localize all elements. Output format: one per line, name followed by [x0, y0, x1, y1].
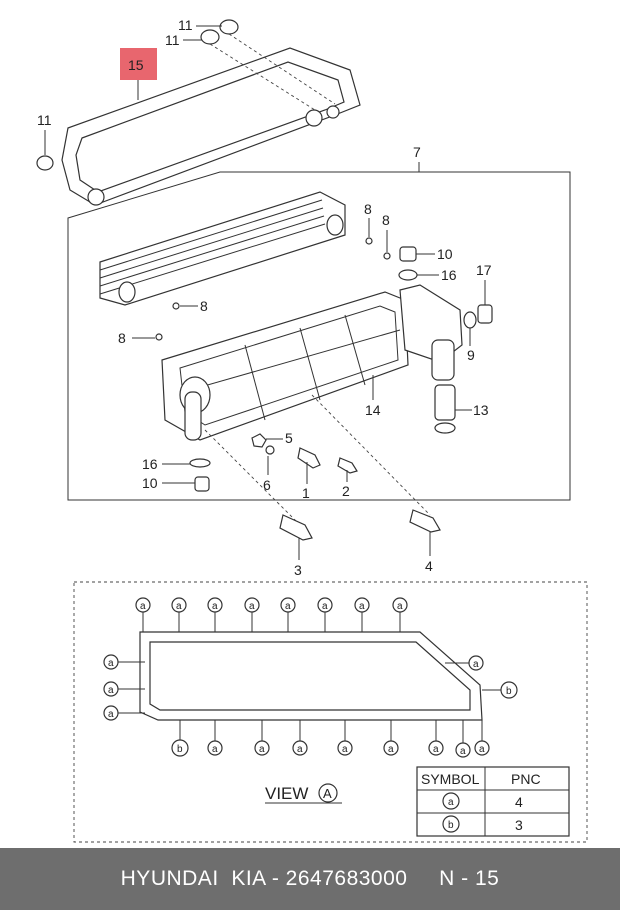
o-ring-11-mid	[200, 29, 220, 45]
callout-1: 1	[302, 485, 310, 501]
footer-spacer	[407, 867, 439, 891]
symbol-a: a	[212, 744, 218, 755]
plug-10-lower	[194, 476, 210, 492]
callout-16: 16	[441, 267, 457, 283]
view-symbol: A	[323, 786, 332, 801]
o-ring-11-left	[36, 155, 54, 171]
bolt-4	[409, 509, 441, 533]
assembly-frame	[67, 171, 571, 501]
symbol-b: b	[506, 686, 512, 697]
symbol-a: a	[322, 601, 328, 612]
table-header-pnc: PNC	[511, 771, 541, 787]
callout-9: 9	[467, 347, 475, 363]
symbol-a: a	[342, 744, 348, 755]
callout-5: 5	[285, 430, 293, 446]
symbol-a: a	[212, 601, 218, 612]
table-cell-pnc: 4	[515, 794, 523, 810]
callout-13: 13	[473, 402, 489, 418]
symbol-a: a	[479, 744, 485, 755]
callout-8: 8	[200, 298, 208, 314]
callout-2: 2	[342, 483, 350, 499]
symbol-a: a	[460, 746, 466, 757]
view-a-panel	[73, 581, 588, 843]
oil-cooler-core	[99, 191, 346, 306]
o-ring-16-lower	[189, 458, 211, 468]
gasket-view-a	[139, 631, 483, 721]
footer-bar: HYUNDAI KIA - 2647683000 N - 15	[0, 848, 620, 910]
symbol-table: SYMBOL PNC a 4 b 3	[416, 766, 570, 837]
view-label: VIEW	[265, 784, 308, 803]
callout-4: 4	[425, 558, 433, 574]
symbol-row-bottom: b a a a a a a a a	[171, 739, 490, 758]
callout-7: 7	[413, 144, 421, 160]
symbol-a: a	[397, 601, 403, 612]
callout-10: 10	[437, 246, 453, 262]
bolt-3	[279, 514, 313, 541]
washer-6	[265, 445, 275, 455]
callout-6: 6	[263, 477, 271, 493]
callout-10: 10	[142, 475, 158, 491]
symbol-a: a	[140, 601, 146, 612]
table-cell-symbol: a	[448, 797, 454, 808]
callout-16: 16	[142, 456, 158, 472]
o-ring-16-upper	[398, 269, 418, 281]
symbol-a: a	[108, 658, 114, 669]
symbol-a: a	[473, 659, 479, 670]
table-cell-symbol: b	[448, 820, 454, 831]
symbol-a: a	[297, 744, 303, 755]
table-cell-pnc: 3	[515, 817, 523, 833]
bolt-2	[337, 457, 358, 474]
parts-diagram: 11 11 15 11 7 13 10	[36, 17, 588, 843]
bolt-1	[297, 447, 321, 469]
symbol-a: a	[108, 685, 114, 696]
callout-11: 11	[178, 17, 193, 33]
callout-11: 11	[37, 112, 52, 128]
callout-3: 3	[294, 562, 302, 578]
bypass-valve	[434, 384, 456, 434]
gasket-top	[61, 47, 361, 206]
highlight-box-15	[120, 48, 157, 80]
filter-head	[399, 284, 463, 381]
symbol-row-top: a a a a a a a a	[135, 597, 408, 613]
callout-8: 8	[364, 201, 372, 217]
footer-brand-partno: HYUNDAI KIA - 2647683000	[120, 867, 408, 890]
symbol-b: b	[177, 744, 183, 755]
symbol-col-left: a a a	[103, 654, 119, 721]
callout-15: 15	[128, 57, 144, 73]
symbol-a: a	[259, 744, 265, 755]
footer-page: N - 15	[439, 867, 500, 890]
nut-5	[251, 433, 267, 448]
oil-cooler-housing	[161, 291, 409, 441]
symbol-a: a	[359, 601, 365, 612]
o-ring-9	[463, 311, 477, 329]
callout-14: 14	[365, 402, 381, 418]
symbol-a: a	[433, 744, 439, 755]
plug-10-upper	[399, 246, 417, 262]
table-header-symbol: SYMBOL	[421, 771, 480, 787]
symbol-a: a	[249, 601, 255, 612]
callout-17: 17	[476, 262, 492, 278]
callout-8: 8	[118, 330, 126, 346]
o-ring-11-top	[219, 19, 239, 35]
symbol-a: a	[176, 601, 182, 612]
fitting-17	[477, 304, 493, 324]
symbol-a: a	[108, 709, 114, 720]
symbol-a: a	[285, 601, 291, 612]
callout-11: 11	[165, 32, 180, 48]
callout-8: 8	[382, 212, 390, 228]
symbol-a: a	[388, 744, 394, 755]
